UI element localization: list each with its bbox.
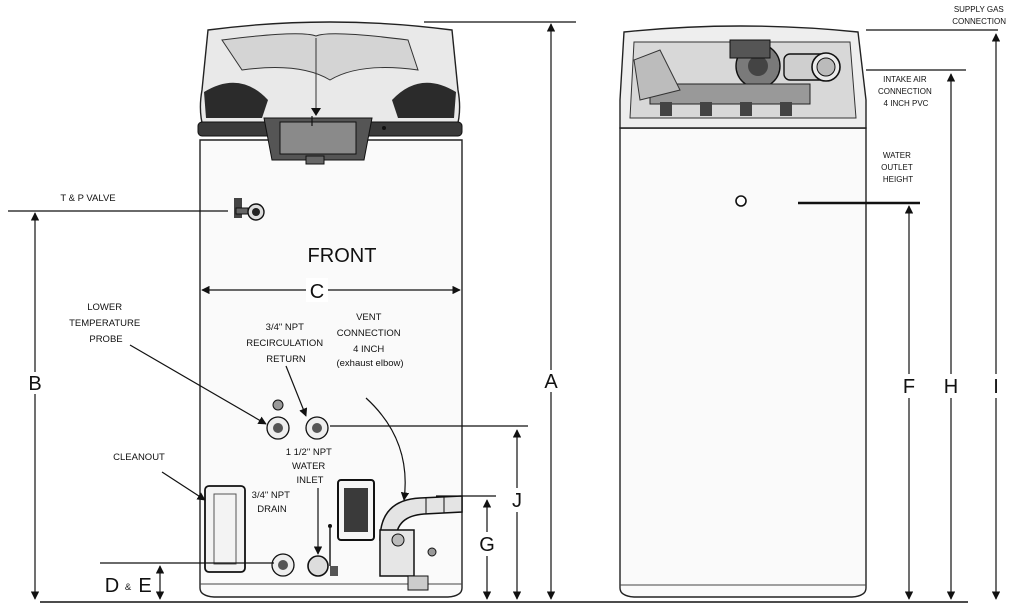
dim-h-label: H	[944, 376, 958, 398]
vent-connection-line-4: (exhaust elbow)	[336, 358, 403, 369]
drain-label: 3/4" NPT DRAIN	[252, 490, 293, 515]
lower-temp-probe-line-3: PROBE	[89, 334, 122, 345]
water-inlet-label: 1 1/2" NPT WATER INLET	[286, 447, 335, 486]
side-tank-body	[619, 127, 867, 598]
vent-connection-line-2: CONNECTION	[337, 328, 401, 339]
water-outlet-label: WATER OUTLET HEIGHT	[881, 151, 915, 184]
drain-line-1: 3/4" NPT	[252, 490, 290, 501]
vent-connection-line-1: VENT	[356, 312, 382, 323]
control-display	[279, 121, 357, 155]
lower-temp-probe-label: LOWER TEMPERATURE PROBE	[69, 302, 143, 345]
dim-j-label: J	[512, 490, 522, 512]
supply-gas-line-1: SUPPLY GAS	[954, 5, 1004, 14]
intake-air-line-2: CONNECTION	[878, 87, 932, 96]
lower-temp-probe-line-1: LOWER	[87, 302, 122, 313]
water-inlet-line-3: INLET	[297, 475, 324, 486]
lower-temp-probe-line-2: TEMPERATURE	[69, 318, 140, 329]
water-outlet-line-1: WATER	[883, 151, 911, 160]
temp-probe-small	[272, 399, 284, 411]
supply-gas-label: SUPPLY GAS CONNECTION	[952, 5, 1006, 26]
drain-line-2: DRAIN	[257, 504, 287, 515]
tp-valve-label: T & P VALVE	[60, 193, 115, 204]
intake-air-line-3: 4 INCH PVC	[884, 99, 929, 108]
water-inlet-line-2: WATER	[292, 461, 325, 472]
water-inlet-fitting	[307, 555, 329, 577]
recirc-return-line-3: RETURN	[266, 354, 306, 365]
water-outlet-fitting	[735, 195, 747, 207]
dim-amp-label: &	[125, 582, 132, 593]
dim-g-label: G	[479, 534, 495, 556]
intake-air-line-1: INTAKE AIR	[883, 75, 927, 84]
dim-f-label: F	[903, 376, 915, 398]
side-view-unit	[619, 25, 867, 598]
front-view-title: FRONT	[308, 245, 377, 267]
front-tank-body	[199, 139, 463, 598]
water-inlet-line-1: 1 1/2" NPT	[286, 447, 332, 458]
dim-i-label: I	[993, 376, 999, 398]
recirc-return-line-2: RECIRCULATION	[246, 338, 323, 349]
front-view-unit	[197, 21, 463, 598]
exhaust-elbow	[379, 495, 463, 591]
dim-e-label: E	[138, 575, 151, 597]
dim-b-label: B	[28, 373, 41, 395]
recirc-return-line-1: 3/4" NPT	[266, 322, 304, 333]
dim-a-label: A	[544, 371, 558, 393]
cleanout-label: CLEANOUT	[113, 452, 165, 463]
supply-gas-line-2: CONNECTION	[952, 17, 1006, 26]
intake-air-label: INTAKE AIR CONNECTION 4 INCH PVC	[878, 75, 934, 108]
cleanout-cover	[204, 485, 246, 573]
vent-connection-line-3: 4 INCH	[353, 344, 384, 355]
vent-connection-label: VENT CONNECTION 4 INCH (exhaust elbow)	[336, 312, 403, 369]
recirc-return-label: 3/4" NPT RECIRCULATION RETURN	[246, 322, 326, 365]
water-outlet-line-2: OUTLET	[881, 163, 913, 172]
tp-valve-fitting	[234, 198, 265, 221]
dim-c-label: C	[310, 281, 324, 303]
dim-d-label: D	[105, 575, 119, 597]
water-outlet-line-3: HEIGHT	[883, 175, 913, 184]
